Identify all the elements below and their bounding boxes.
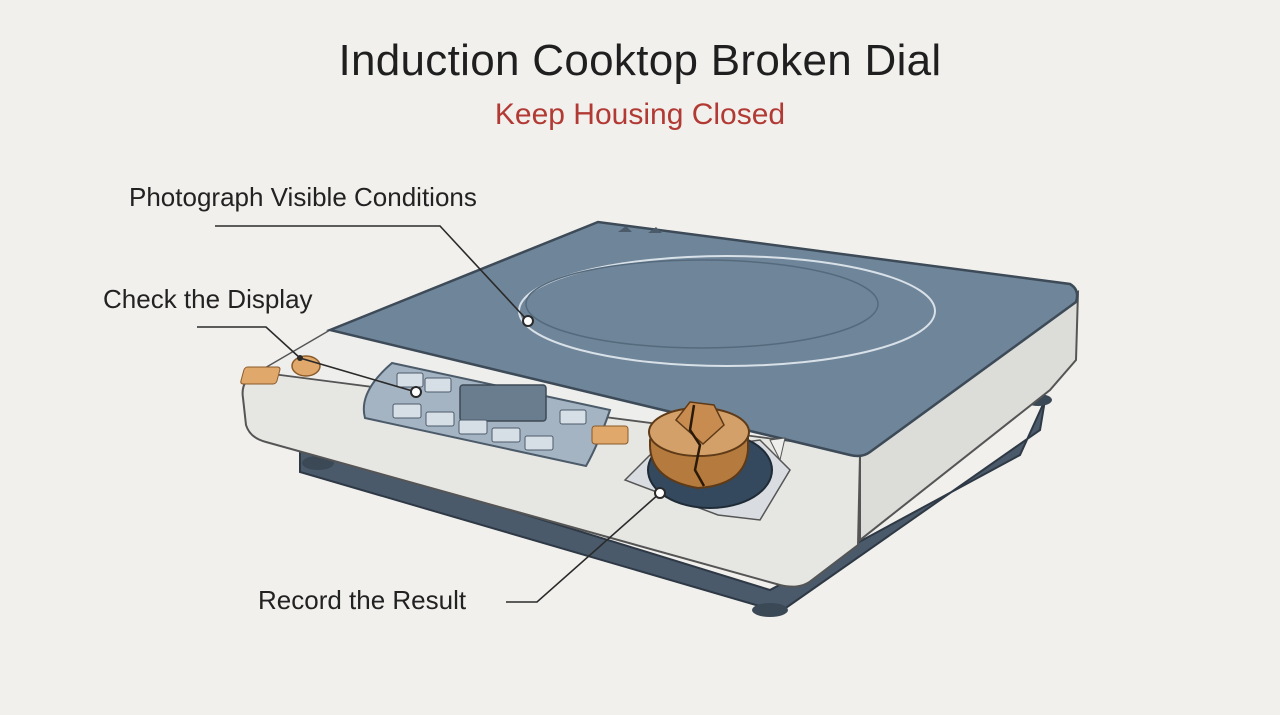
leader-photograph [215, 225, 529, 322]
control-panel [240, 355, 629, 468]
glass-cooktop-surface [325, 220, 1079, 458]
panel-button[interactable] [424, 377, 452, 393]
callout-markers [410, 315, 666, 499]
leader-elbow-dot [297, 355, 303, 361]
dial-grip [674, 401, 725, 446]
panel-button[interactable] [559, 409, 587, 425]
heating-zone-ring-inner [525, 259, 879, 349]
panel-button[interactable] [425, 411, 455, 427]
dial-crack [688, 404, 706, 487]
page-subtitle: Keep Housing Closed [494, 98, 786, 131]
cooktop-foot [752, 603, 788, 617]
marker-photograph [522, 315, 534, 327]
vent-marks [618, 226, 662, 233]
marker-display [410, 386, 422, 398]
accent-button[interactable] [591, 425, 629, 445]
panel-button[interactable] [458, 419, 488, 435]
page-title: Induction Cooktop Broken Dial [338, 36, 942, 85]
callout-photograph-visible-conditions: Photograph Visible Conditions [129, 182, 477, 212]
panel-button[interactable] [392, 403, 422, 419]
leader-display [197, 326, 417, 393]
marker-record [654, 487, 666, 499]
broken-dial[interactable] [623, 401, 791, 521]
housing-fragment [769, 437, 786, 462]
digital-display [459, 384, 547, 422]
callout-check-the-display: Check the Display [103, 284, 313, 314]
leader-record [506, 492, 661, 603]
panel-button[interactable] [524, 435, 554, 451]
accent-button[interactable] [240, 366, 281, 385]
callout-leaders [197, 225, 661, 603]
callout-record-the-result: Record the Result [258, 585, 467, 615]
panel-button[interactable] [491, 427, 521, 443]
panel-button[interactable] [396, 372, 424, 388]
